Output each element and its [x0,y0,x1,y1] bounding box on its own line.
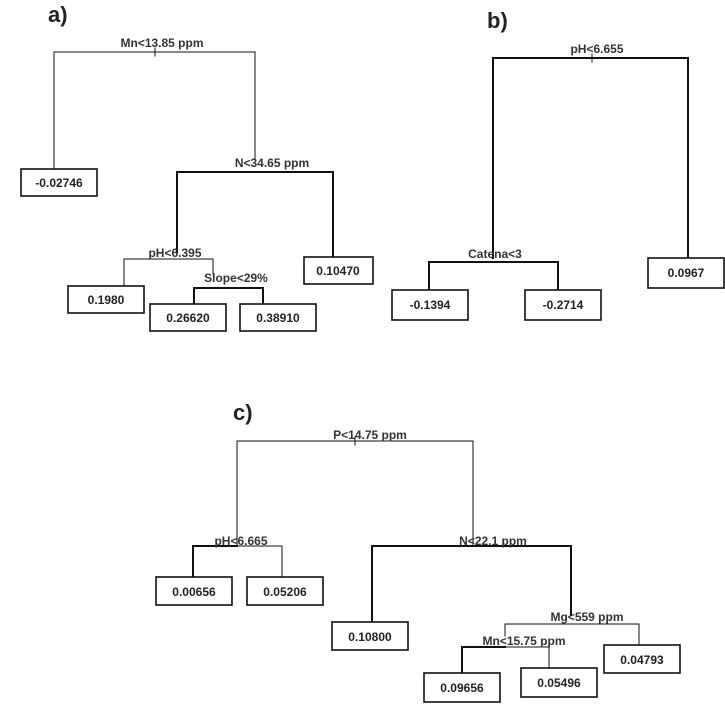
leaf-value: 0.00656 [172,585,216,599]
split-node-ph-b: pH<6.655 [492,42,689,259]
split-node-mn-a: Mn<13.85 ppm [53,36,256,173]
leaf-box [603,644,681,674]
leaf-value: -0.02746 [35,176,83,190]
leaf-box [149,303,227,332]
split-label: Mg<559 ppm [550,610,623,624]
split-node-ph-a: pH<6.395 [123,246,214,287]
leaf-node: 0.10800 [331,621,409,651]
leaf-value: 0.1980 [88,293,125,307]
leaf-node: -0.1394 [391,289,469,321]
leaf-node: 0.05206 [246,576,324,606]
split-label: pH<6.665 [214,534,267,548]
split-node-catena-b: Catena<3 [428,247,559,291]
leaf-box [67,285,145,314]
tree-edge [193,287,264,305]
leaf-node: 0.38910 [239,303,317,332]
panel-c-letter: c) [233,400,253,425]
split-label: N<34.65 ppm [235,156,309,170]
leaf-value: -0.2714 [543,298,584,312]
leaf-value: 0.38910 [256,311,300,325]
tree-edge [504,646,550,669]
tree-edge [236,440,474,547]
tree-edge [123,258,214,287]
leaf-box [520,667,598,698]
leaf-value: 0.05496 [537,676,581,690]
tree-edge [236,545,283,578]
leaf-value: 0.09656 [440,681,484,695]
leaf-value: 0.26620 [166,311,210,325]
leaf-box [331,621,409,651]
tree-edge [176,171,334,259]
panel-b: b) pH<6.655 Catena<3 -0.1394 -0.2714 0.0… [391,8,725,321]
split-node-mg-c: Mg<559 ppm [504,610,640,646]
split-label: Slope<29% [204,271,268,285]
leaf-node: 0.0967 [647,257,725,289]
tree-edge [492,57,689,259]
leaf-value: 0.0967 [668,266,705,280]
leaf-box [303,256,374,285]
leaf-box [647,257,725,289]
leaf-node: 0.09656 [423,672,501,703]
leaf-box [155,576,233,606]
leaf-node: 0.10470 [303,256,374,285]
panel-a-letter: a) [48,2,68,27]
leaf-node: 0.00656 [155,576,233,606]
leaf-box [20,168,98,197]
leaf-value: 0.10800 [348,630,392,644]
leaf-box [246,576,324,606]
leaf-node: 0.26620 [149,303,227,332]
split-label: pH<6.655 [570,42,623,56]
tree-edge [371,545,572,623]
split-label: N<22.1 ppm [459,534,527,548]
tree-edge [53,51,256,173]
panel-b-letter: b) [487,8,508,33]
tree-edge [504,623,640,646]
split-node-p-c: P<14.75 ppm [236,428,474,547]
leaf-box [524,289,602,321]
panel-a: a) Mn<13.85 ppm -0.02746 N<34.65 ppm 0.1… [20,2,374,332]
leaf-node: 0.05496 [520,667,598,698]
leaf-value: 0.05206 [263,585,307,599]
leaf-node: 0.1980 [67,285,145,314]
split-node-mn-c: Mn<15.75 ppm [461,634,566,674]
split-label: P<14.75 ppm [333,428,407,442]
split-label: Mn<13.85 ppm [120,36,203,50]
tree-edge [461,646,506,674]
split-node-ph-c: pH<6.665 [192,534,283,578]
leaf-value: 0.10470 [316,264,360,278]
leaf-node: -0.2714 [524,289,602,321]
split-node-n-a: N<34.65 ppm [176,156,334,259]
split-label: Catena<3 [468,247,522,261]
leaf-node: 0.04793 [603,644,681,674]
leaf-box [239,303,317,332]
split-label: Mn<15.75 ppm [482,634,565,648]
leaf-box [423,672,501,703]
tree-edge [428,261,559,291]
split-label: pH<6.395 [148,246,201,260]
split-node-slope-a: Slope<29% [193,271,268,305]
panel-c: c) P<14.75 ppm pH<6.665 0.00656 0.05206 … [155,400,681,703]
leaf-box [391,289,469,321]
leaf-value: 0.04793 [620,653,664,667]
leaf-node: -0.02746 [20,168,98,197]
split-node-n-c: N<22.1 ppm [371,534,572,623]
leaf-value: -0.1394 [410,298,451,312]
tree-edge [192,545,238,578]
